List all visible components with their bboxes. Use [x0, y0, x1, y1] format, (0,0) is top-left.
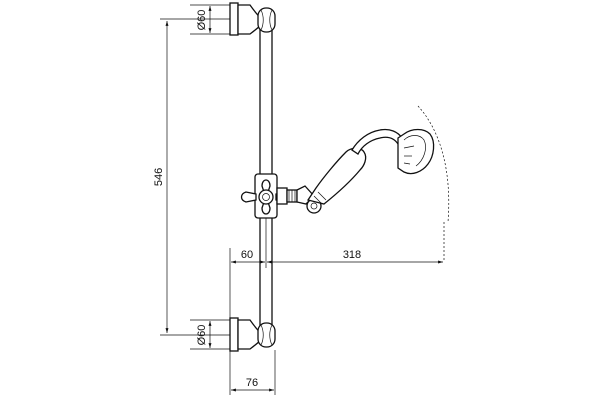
dim-top-dia-label: Ø60 [196, 10, 208, 31]
dim-bottom-dia-label: Ø60 [196, 325, 208, 346]
dimension-horizontal-reach: 60 318 [229, 218, 443, 395]
dim-76-label: 76 [246, 377, 258, 389]
top-wall-bracket [229, 2, 276, 36]
bottom-wall-bracket [229, 317, 276, 352]
dimension-bottom-diameter: Ø60 [190, 319, 230, 350]
hand-shower [306, 128, 435, 205]
dim-546-label: 546 [153, 168, 165, 186]
dim-60-label: 60 [241, 249, 253, 261]
dimension-top-diameter: Ø60 [190, 4, 230, 35]
dim-318-label: 318 [343, 249, 361, 261]
dimension-total-height: 546 [153, 18, 230, 336]
dimension-bracket-depth: 76 [231, 350, 276, 395]
slider-cross-knob [240, 173, 292, 219]
